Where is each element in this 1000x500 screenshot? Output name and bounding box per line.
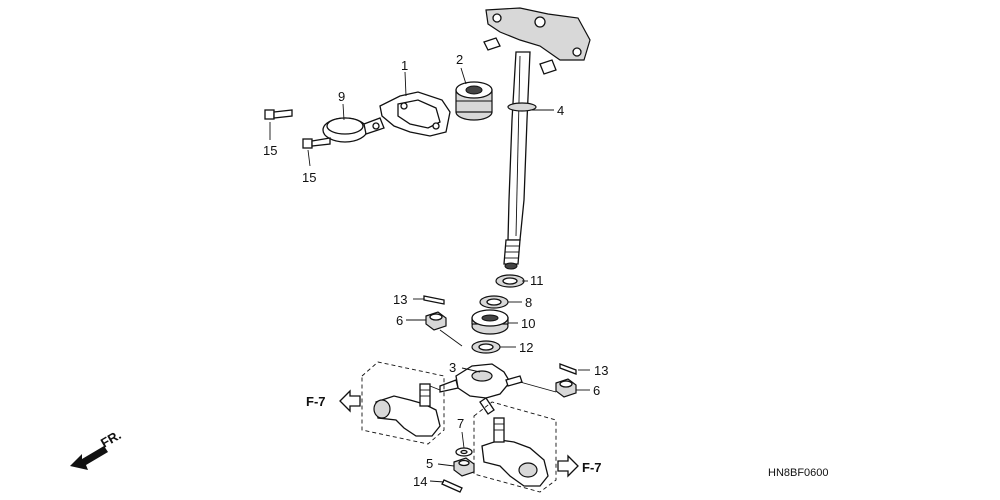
callout-6-right: 6 <box>593 383 600 398</box>
callout-13-right: 13 <box>594 363 608 378</box>
callout-13-left: 13 <box>393 292 407 307</box>
shaft-clamp-part <box>322 117 385 143</box>
washer-7 <box>455 447 473 457</box>
callout-1: 1 <box>401 58 408 73</box>
tie-rod-end-right <box>481 417 549 487</box>
cotter-pin-14 <box>441 479 463 493</box>
bolt-15-upper <box>264 109 293 120</box>
ref-label-left: F-7 <box>306 394 326 409</box>
bolt-15-lower <box>302 137 331 149</box>
washer-8 <box>479 295 509 309</box>
ref-label-right: F-7 <box>582 460 602 475</box>
steering-shaft-part <box>483 7 591 270</box>
callout-11: 11 <box>530 273 544 288</box>
bearing-10 <box>471 309 509 335</box>
cotter-pin-13-left <box>423 295 445 305</box>
callout-12: 12 <box>519 340 533 355</box>
callout-7: 7 <box>457 416 464 431</box>
callout-2: 2 <box>456 52 463 67</box>
oil-seal-12 <box>471 340 501 354</box>
callout-4: 4 <box>557 103 564 118</box>
castle-nut-6-left <box>425 311 447 331</box>
shaft-holder-part <box>379 91 451 137</box>
callout-14: 14 <box>413 474 427 489</box>
diagram-code: HN8BF0600 <box>768 467 829 479</box>
ref-arrow-left[interactable]: F-7 <box>306 389 361 413</box>
cotter-pin-13-right <box>559 363 577 375</box>
front-direction-arrow: FR. <box>70 427 124 470</box>
callout-10: 10 <box>521 316 535 331</box>
castle-nut-6-right <box>555 378 577 398</box>
oil-seal-11 <box>495 274 525 288</box>
nut-5 <box>453 457 475 477</box>
callout-6-left: 6 <box>396 313 403 328</box>
callout-9: 9 <box>338 89 345 104</box>
callout-5: 5 <box>426 456 433 471</box>
bushing-part <box>455 81 493 121</box>
callout-8: 8 <box>525 295 532 310</box>
lower-arm-part <box>439 363 523 415</box>
tie-rod-end-left <box>373 383 441 437</box>
front-label: FR. <box>98 427 124 450</box>
callout-15-lower: 15 <box>302 170 316 185</box>
callout-3: 3 <box>449 360 456 375</box>
ref-arrow-right[interactable]: F-7 <box>557 454 602 478</box>
callout-15-upper: 15 <box>263 143 277 158</box>
